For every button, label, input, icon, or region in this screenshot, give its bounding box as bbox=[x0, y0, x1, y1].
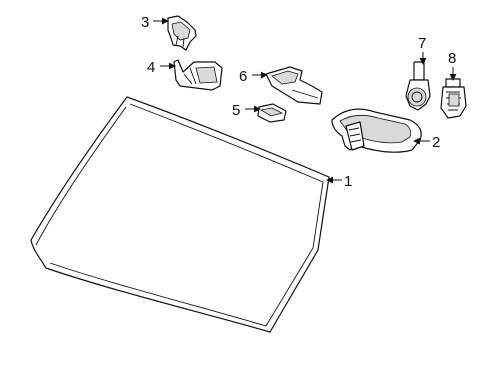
callout-label-6: 6 bbox=[239, 68, 247, 85]
callout-4: 4 bbox=[147, 59, 176, 76]
callout-label-7: 7 bbox=[418, 35, 426, 52]
windshield bbox=[30, 96, 330, 333]
callout-8: 8 bbox=[448, 50, 457, 81]
callout-label-8: 8 bbox=[448, 50, 456, 67]
wiring-connector bbox=[440, 78, 467, 119]
callout-1: 1 bbox=[326, 173, 352, 190]
callout-5: 5 bbox=[232, 102, 261, 119]
callout-label-1: 1 bbox=[344, 173, 352, 190]
rain-sensor bbox=[405, 61, 431, 111]
callout-label-5: 5 bbox=[232, 102, 240, 119]
callout-7: 7 bbox=[418, 35, 427, 65]
callout-label-3: 3 bbox=[141, 14, 149, 31]
rearview-mirror bbox=[331, 108, 422, 153]
mounting-pad bbox=[257, 103, 287, 123]
sensor-housing bbox=[173, 59, 223, 91]
callout-3: 3 bbox=[141, 14, 169, 31]
callout-6: 6 bbox=[239, 68, 268, 85]
callout-2: 2 bbox=[413, 134, 440, 151]
callout-label-4: 4 bbox=[147, 59, 155, 76]
callout-label-2: 2 bbox=[432, 134, 440, 151]
mirror-cover bbox=[167, 15, 197, 51]
upper-cover bbox=[265, 66, 323, 105]
